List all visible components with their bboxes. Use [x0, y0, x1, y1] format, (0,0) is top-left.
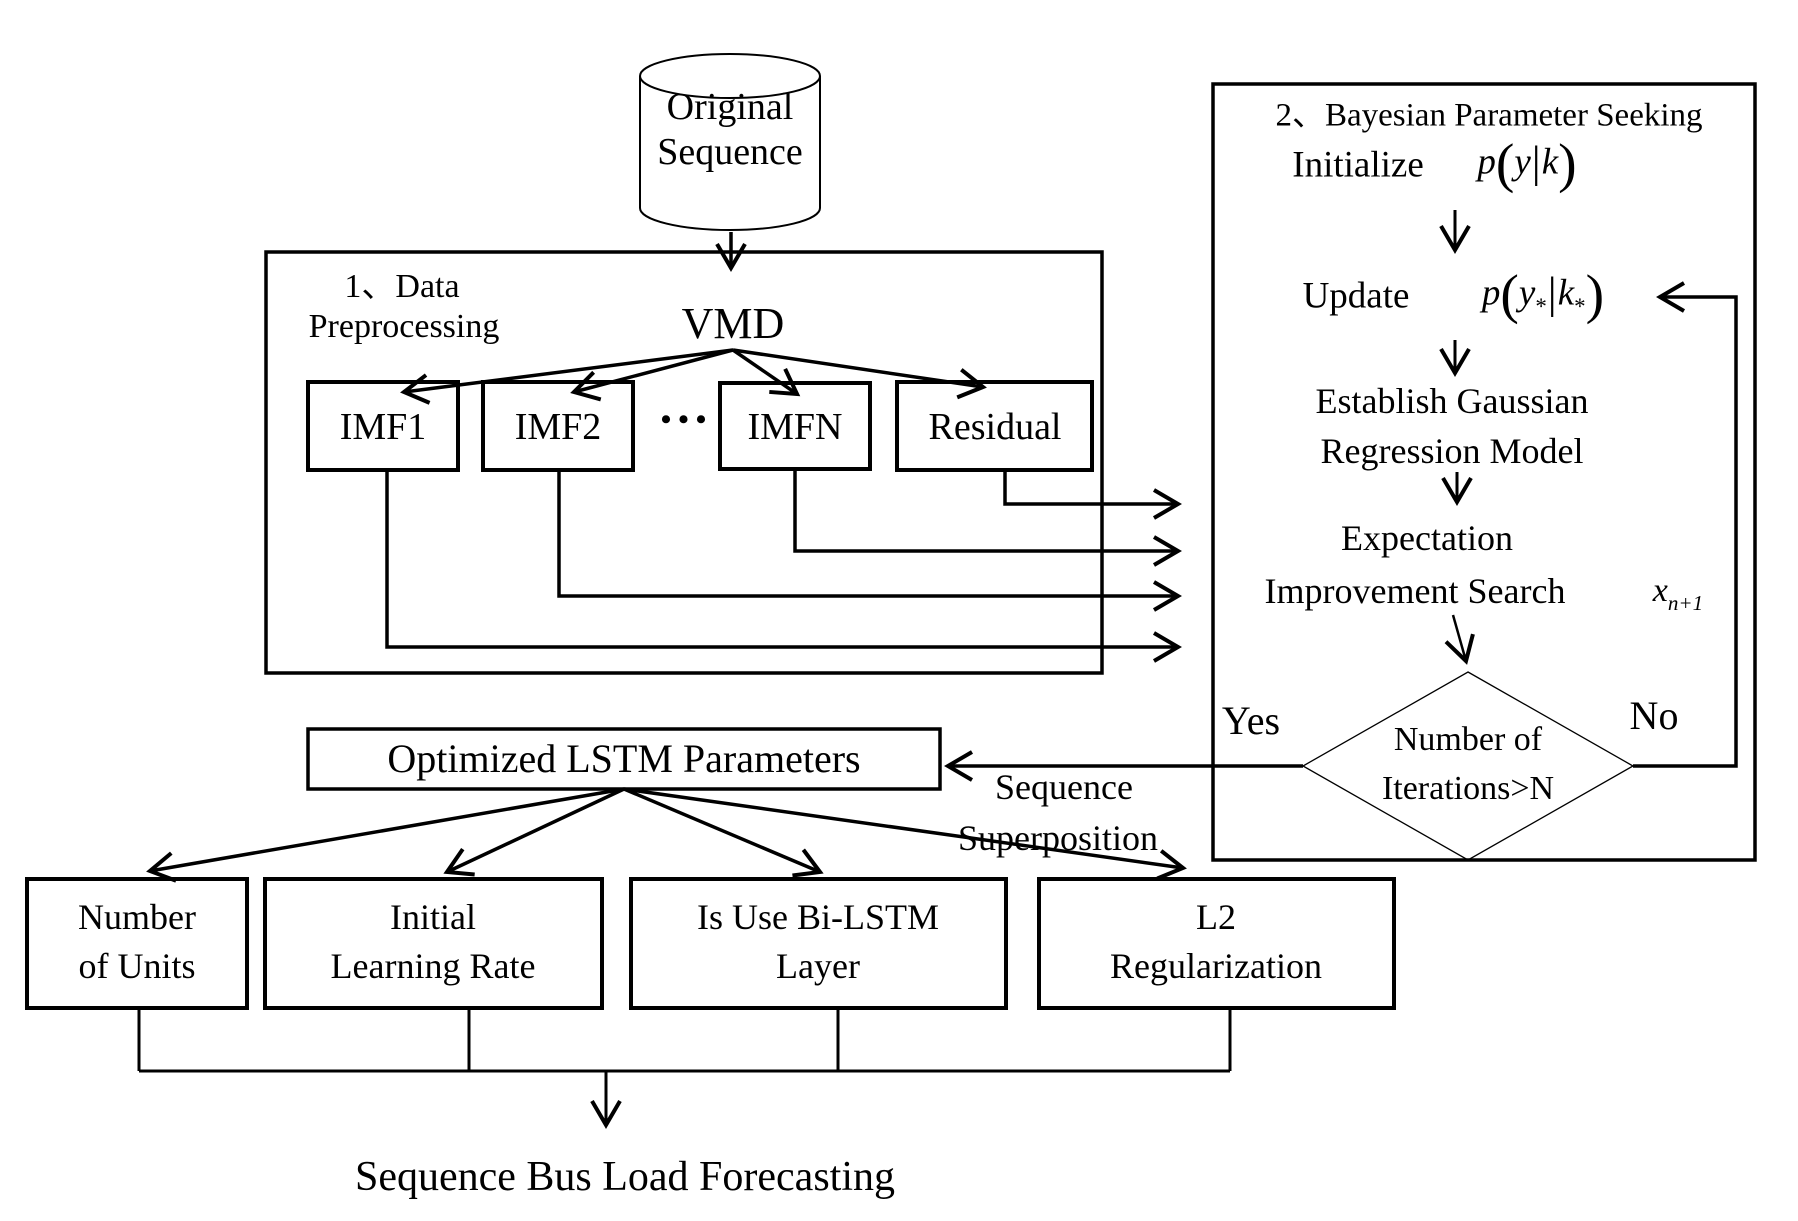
- yes-label: Yes: [1221, 698, 1281, 743]
- arrow-residual-output: [1003, 470, 1182, 520]
- update-formula: p(y*|k*): [1482, 267, 1604, 323]
- arrow-vmd-to-imf1: [400, 348, 734, 405]
- l2-label-line1: L2: [1196, 897, 1236, 937]
- expectation-label-line2: Improvement Search: [1264, 571, 1566, 611]
- arrow-vmd-to-imf2: [570, 348, 734, 402]
- original-sequence-cylinder: [639, 53, 821, 231]
- imfn-label: IMFN: [747, 406, 843, 448]
- formula-fn: p: [1477, 141, 1496, 183]
- cylinder-label-line2: Sequence: [657, 131, 803, 173]
- arrow-expectation-to-decision: [1444, 614, 1475, 665]
- learning-rate-label-line2: Learning Rate: [330, 946, 536, 986]
- bilstm-label-line2: Layer: [776, 946, 860, 986]
- imf2-label: IMF2: [514, 406, 602, 448]
- initialize-label: Initialize: [1292, 144, 1424, 186]
- formula-close-paren: ): [1585, 264, 1605, 326]
- cylinder-label-line1: Original: [666, 86, 794, 128]
- optimized-parameters-label: Optimized LSTM Parameters: [387, 736, 861, 781]
- superposition-label-line1: Sequence: [995, 767, 1133, 807]
- formula-arg-k: k: [1557, 272, 1575, 314]
- formula-bar: |: [1547, 267, 1557, 318]
- formula-arg-y: y: [1514, 141, 1531, 183]
- imf1-label: IMF1: [339, 406, 427, 448]
- initialize-formula: p(y|k): [1477, 136, 1576, 192]
- superposition-label-line2: Superposition: [957, 818, 1159, 858]
- bayesian-box: [1211, 82, 1757, 862]
- decision-diamond: [1301, 671, 1635, 861]
- vmd-label: VMD: [681, 299, 785, 348]
- x-next-variable: xn+1: [1653, 574, 1703, 614]
- l2-regularization-box: [1037, 877, 1396, 1010]
- decision-label-line2: Iterations>N: [1381, 770, 1555, 807]
- no-label: No: [1629, 693, 1679, 738]
- update-label: Update: [1302, 275, 1410, 317]
- l2-label-line2: Regularization: [1110, 946, 1322, 986]
- formula-star-sub: *: [1535, 294, 1547, 320]
- expectation-label-line1: Expectation: [1341, 518, 1513, 558]
- preprocessing-title-line2: Preprocessing: [308, 308, 500, 345]
- bayesian-title: 2、Bayesian Parameter Seeking: [1275, 97, 1703, 134]
- formula-star-sub: *: [1574, 294, 1586, 320]
- preprocessing-box: [264, 250, 1104, 675]
- parameter-drop-lines: [137, 1008, 1232, 1071]
- formula-x: x: [1652, 572, 1668, 610]
- gaussian-label-line2: Regression Model: [1320, 431, 1584, 471]
- arrow-imfn-output: [793, 469, 1182, 567]
- arrow-imf1-output: [385, 470, 1182, 663]
- arrow-optimized-to-learning-rate: [443, 787, 625, 877]
- initial-learning-rate-box: [263, 877, 604, 1010]
- formula-bar: |: [1531, 136, 1541, 187]
- formula-n-plus-1-sub: n+1: [1667, 590, 1704, 615]
- formula-open-paren: (: [1500, 264, 1519, 326]
- arrow-optimized-to-l2: [623, 787, 1187, 881]
- arrow-optimized-to-bilstm: [623, 787, 824, 878]
- units-label-line1: Number: [78, 897, 196, 937]
- learning-rate-label-line1: Initial: [390, 897, 476, 937]
- arrow-vmd-to-imfn: [732, 348, 801, 397]
- bilstm-label-line1: Is Use Bi-LSTM: [697, 897, 939, 937]
- arrow-optimized-to-units: [146, 787, 625, 883]
- arrow-no-feedback-loop: [1633, 281, 1738, 768]
- preprocessing-title-line1: 1、Data: [344, 268, 460, 305]
- formula-fn: p: [1481, 272, 1501, 314]
- units-label-line2: of Units: [78, 946, 196, 986]
- decision-label-line1: Number of: [1393, 721, 1543, 758]
- ellipsis-dots: •••: [660, 403, 714, 436]
- formula-arg-k: k: [1541, 141, 1559, 183]
- arrow-imf2-output: [557, 470, 1182, 612]
- residual-box: [895, 380, 1094, 472]
- gaussian-label-line1: Establish Gaussian: [1315, 381, 1589, 421]
- formula-open-paren: (: [1495, 133, 1515, 195]
- bilstm-layer-box: [629, 877, 1008, 1010]
- residual-label: Residual: [928, 406, 1062, 448]
- formula-close-paren: ): [1558, 133, 1577, 195]
- imf1-box: [306, 380, 460, 472]
- number-of-units-box: [25, 877, 249, 1010]
- forecasting-output-label: Sequence Bus Load Forecasting: [354, 1154, 896, 1200]
- formula-arg-y: y: [1518, 272, 1536, 314]
